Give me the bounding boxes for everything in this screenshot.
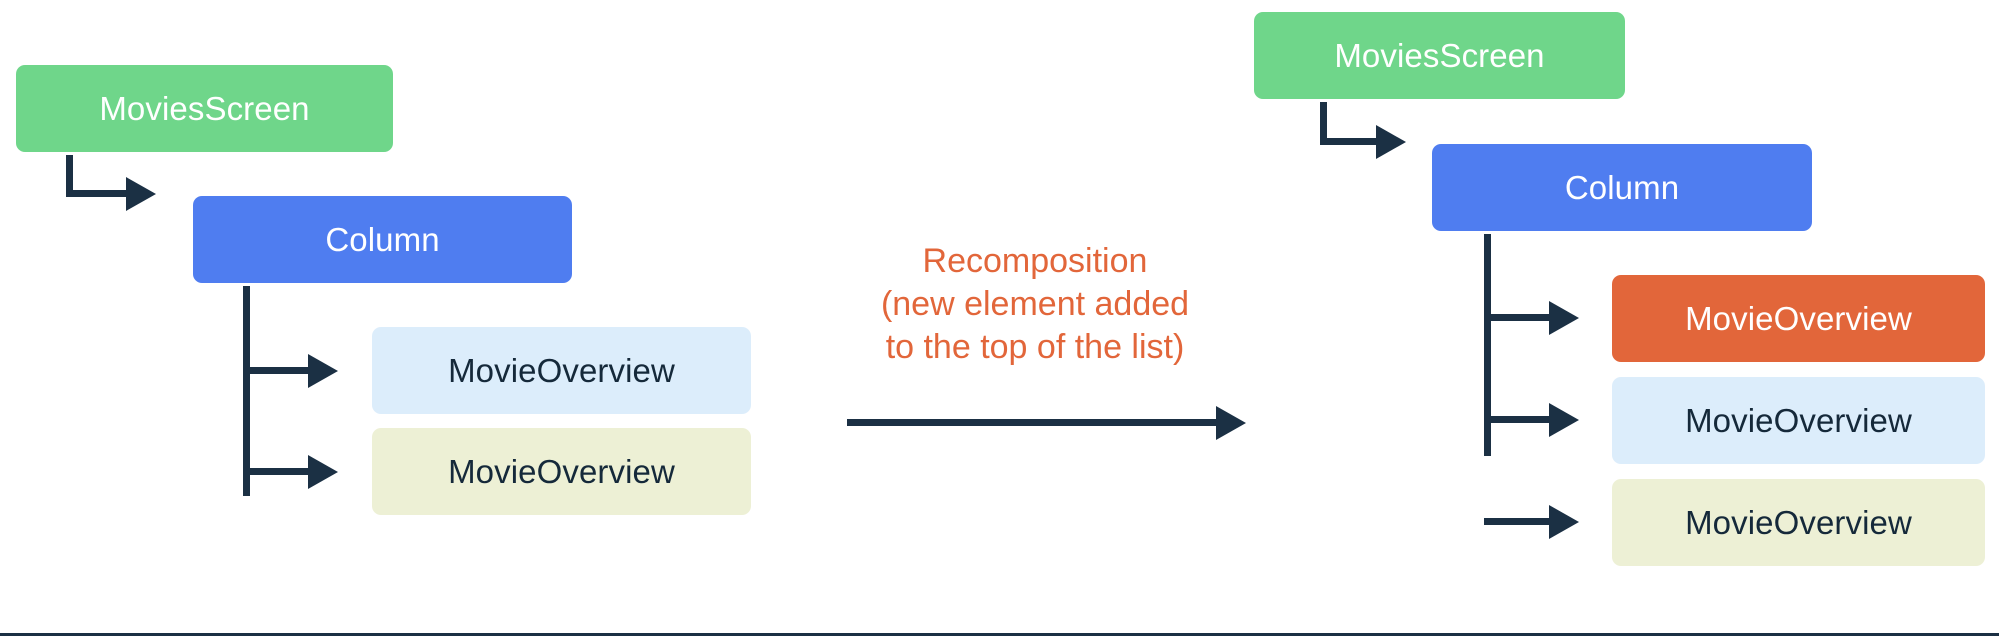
right-connector-column-spine — [1484, 234, 1491, 456]
transition-arrow-shaft — [847, 419, 1222, 426]
right-connector-child-2-horizontal — [1484, 416, 1554, 423]
left-node-movieoverview-1: MovieOverview — [372, 327, 751, 414]
right-node-moviesscreen-label: MoviesScreen — [1334, 37, 1545, 74]
left-arrowhead-child-2-icon — [308, 455, 338, 489]
left-connector-root-vertical — [66, 155, 73, 197]
right-arrowhead-child-1-icon — [1549, 301, 1579, 335]
left-arrowhead-child-1-icon — [308, 354, 338, 388]
bottom-divider — [0, 633, 1999, 636]
right-node-movieoverview-1-label: MovieOverview — [1685, 300, 1912, 337]
right-connector-child-1-horizontal — [1484, 314, 1554, 321]
right-node-column-label: Column — [1564, 169, 1680, 206]
caption-line-2: (new element added — [880, 285, 1190, 324]
left-node-moviesscreen: MoviesScreen — [16, 65, 393, 152]
right-arrowhead-child-2-icon — [1549, 403, 1579, 437]
left-connector-child-1-horizontal — [243, 367, 313, 374]
left-node-column: Column — [193, 196, 572, 283]
caption-line-3: to the top of the list) — [885, 328, 1185, 367]
right-node-moviesscreen: MoviesScreen — [1254, 12, 1625, 99]
right-node-movieoverview-1: MovieOverview — [1612, 275, 1985, 362]
recomposition-caption: Recomposition (new element added to the … — [845, 240, 1225, 370]
left-node-moviesscreen-label: MoviesScreen — [99, 90, 310, 127]
left-arrowhead-to-column-icon — [126, 177, 156, 211]
right-connector-child-3-horizontal — [1484, 518, 1554, 525]
right-node-movieoverview-2-label: MovieOverview — [1685, 402, 1912, 439]
transition-arrowhead-icon — [1216, 406, 1246, 440]
right-node-column: Column — [1432, 144, 1812, 231]
left-node-movieoverview-1-label: MovieOverview — [448, 352, 675, 389]
right-arrowhead-to-column-icon — [1376, 125, 1406, 159]
caption-line-1: Recomposition — [922, 242, 1148, 280]
right-node-movieoverview-3: MovieOverview — [1612, 479, 1985, 566]
left-connector-child-2-horizontal — [243, 468, 313, 475]
right-connector-root-vertical — [1320, 102, 1327, 145]
right-node-movieoverview-3-label: MovieOverview — [1685, 504, 1912, 541]
right-arrowhead-child-3-icon — [1549, 505, 1579, 539]
right-node-movieoverview-2: MovieOverview — [1612, 377, 1985, 464]
left-node-column-label: Column — [325, 221, 440, 258]
left-connector-root-horizontal — [66, 190, 131, 197]
left-connector-column-spine — [243, 286, 250, 496]
right-connector-root-horizontal — [1320, 138, 1382, 145]
left-node-movieoverview-2-label: MovieOverview — [448, 453, 675, 490]
left-node-movieoverview-2: MovieOverview — [372, 428, 751, 515]
